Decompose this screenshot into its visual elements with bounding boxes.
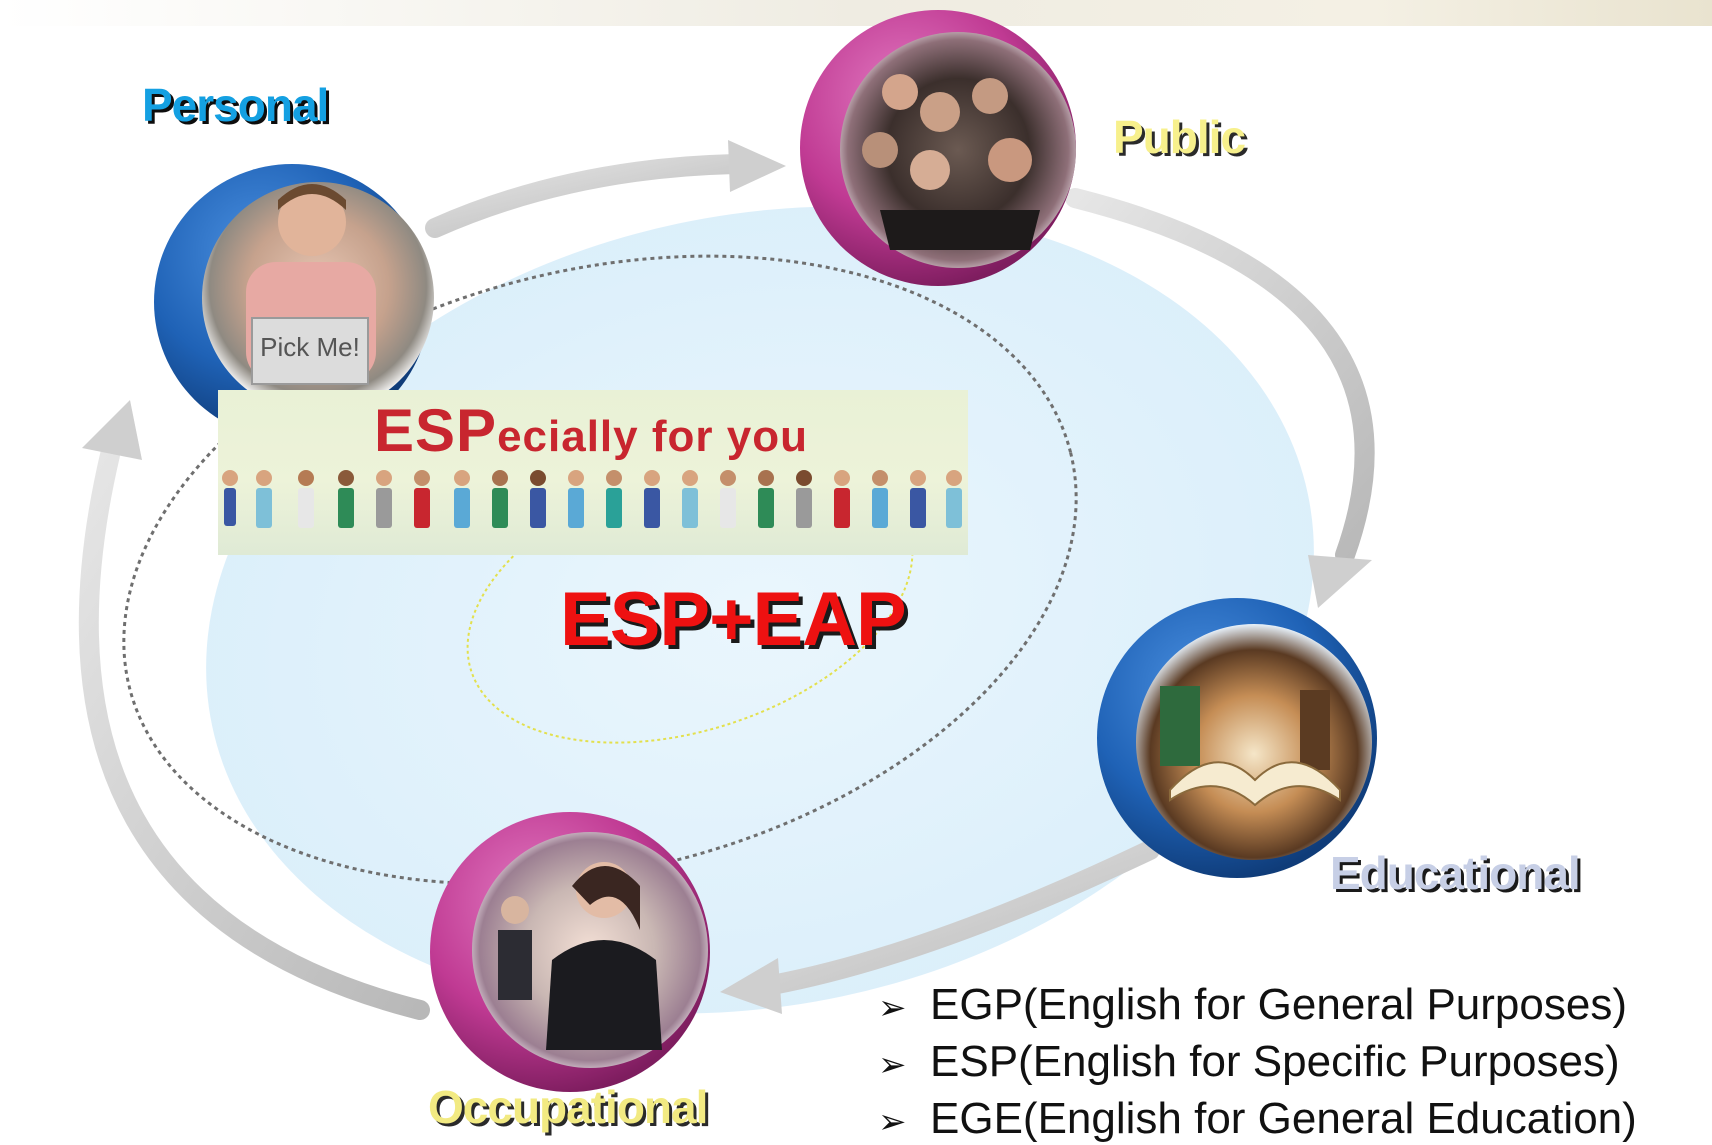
legend-item: ➢ EGP(English for General Purposes) <box>878 976 1637 1033</box>
person-figure-19 <box>910 470 926 528</box>
person-figure-7 <box>454 470 470 528</box>
person-figure-16 <box>796 470 812 528</box>
arrow-bullet-icon: ➢ <box>878 989 907 1027</box>
personal-node: Pick Me! <box>154 164 434 440</box>
person-figure-5 <box>376 470 392 528</box>
person-figure-13 <box>682 470 698 528</box>
person-figure-8 <box>492 470 508 528</box>
person-figure-10 <box>568 470 584 528</box>
personal-label: Personal <box>142 79 329 131</box>
person-figure-3 <box>298 470 314 528</box>
person-figure-15 <box>758 470 774 528</box>
person-figure-1 <box>222 470 238 526</box>
person-figure-14 <box>720 470 736 528</box>
legend-list: ➢ EGP(English for General Purposes) ➢ ESP(… <box>878 976 1637 1145</box>
center-label: ESP+EAP <box>560 577 907 662</box>
person-figure-11 <box>606 470 622 528</box>
public-label: Public <box>1113 111 1246 163</box>
person-figure-6 <box>414 470 430 528</box>
occupational-label: Occupational <box>428 1081 708 1133</box>
person-figure-18 <box>872 470 888 528</box>
banner-title-big: ESP <box>374 397 498 464</box>
legend-item-text: ESP(English for Specific Purposes) <box>930 1037 1620 1086</box>
arrow-bullet-icon: ➢ <box>878 1103 907 1141</box>
arrow-occupational-to-personal <box>78 400 430 1020</box>
legend-item: ➢ ESP(English for Specific Purposes) <box>878 1033 1637 1090</box>
especially-for-you-banner: ESPecially for you <box>218 390 968 555</box>
person-figure-2 <box>256 470 272 528</box>
banner-title-rest: ecially for you <box>497 412 808 461</box>
people-illustration <box>222 470 962 528</box>
person-figure-4 <box>338 470 354 528</box>
person-figure-17 <box>834 470 850 528</box>
legend-item-text: EGP(English for General Purposes) <box>930 980 1627 1029</box>
public-node <box>800 10 1076 286</box>
arrow-public-to-educational <box>1065 188 1375 608</box>
person-figure-20 <box>946 470 962 528</box>
banner-title: ESPecially for you <box>374 396 808 465</box>
arrow-bullet-icon: ➢ <box>878 1046 907 1084</box>
occupational-node <box>430 812 710 1092</box>
arrow-educational-to-occupational <box>720 840 1160 1014</box>
pick-me-sign <box>251 317 369 385</box>
arrow-personal-to-public <box>425 140 786 238</box>
educational-label: Educational <box>1330 847 1581 899</box>
top-band <box>0 0 1712 26</box>
person-figure-9 <box>530 470 546 528</box>
legend-item: ➢ EGE(English for General Education) <box>878 1090 1637 1145</box>
educational-node <box>1097 598 1377 878</box>
person-figure-12 <box>644 470 660 528</box>
legend-item-text: EGE(English for General Education) <box>930 1094 1637 1143</box>
pick-me-sign-text: Pick Me! <box>260 332 360 362</box>
